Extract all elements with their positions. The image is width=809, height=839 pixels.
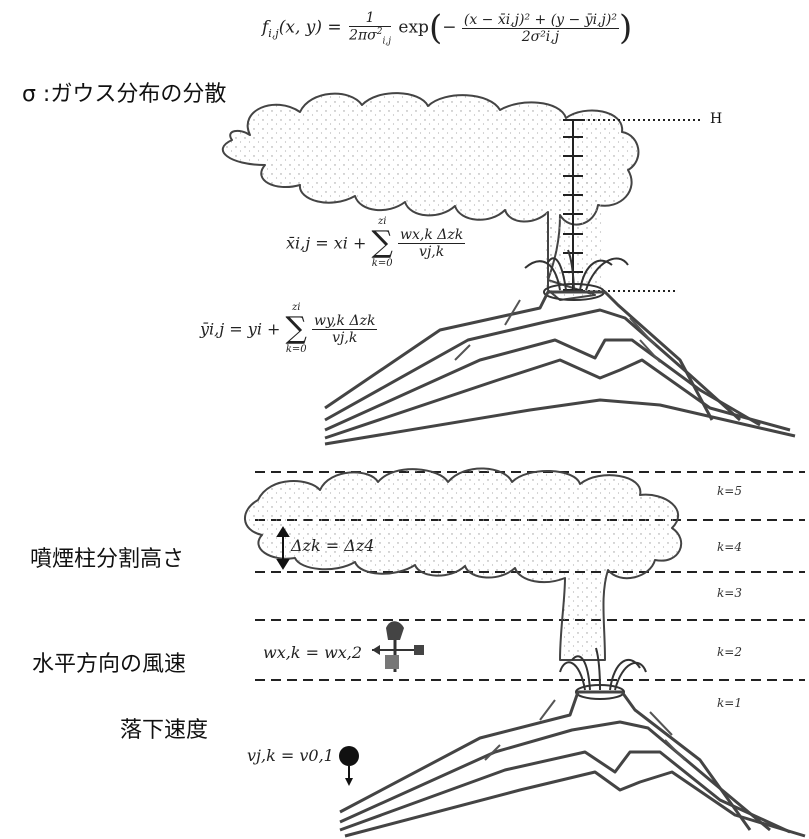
layer-label-4: k=4: [717, 540, 742, 554]
layer-label-1: k=1: [717, 696, 742, 710]
xbar-frac-den: vj,k: [419, 243, 445, 260]
particle-icon: [339, 746, 359, 786]
layer-label-2: k=2: [717, 645, 742, 659]
lower-plume-cloud: [244, 467, 683, 661]
fall-speed-label: 落下速度: [120, 718, 209, 743]
layer-label-3: k=3: [717, 586, 742, 600]
fall-equation: vj,k = v0,1: [247, 746, 334, 765]
xbar-lhs: x̄i,j = xi +: [286, 233, 367, 253]
gaussian-sub: i,j: [268, 26, 279, 40]
lower-volcano: [339, 690, 806, 838]
gaussian-frac-num: 1: [349, 10, 391, 27]
gaussian-exp: exp: [398, 17, 429, 38]
height-marker-label: H: [710, 111, 723, 127]
dz-equation: Δzk = Δz4: [291, 536, 375, 555]
lower-slope-arrows: [484, 699, 686, 761]
gaussian-frac-den: 2πσ: [349, 27, 377, 44]
gaussian-num: (x − x̄i,j)² + (y − ȳi,j)²: [461, 11, 619, 29]
upper-volcano: [324, 290, 796, 446]
ybar-lhs: ȳi,j = yi +: [200, 319, 281, 339]
xbar-formula: x̄i,j = xi + zi ∑ k=0 wx,k Δzk vj,k: [286, 216, 466, 269]
xbar-sum-bottom: k=0: [371, 258, 393, 269]
height-ruler: [563, 119, 583, 291]
column-split-height-label: 噴煙柱分割高さ: [30, 547, 185, 572]
horizontal-wind-label: 水平方向の風速: [32, 652, 187, 677]
gaussian-formula: fi,j(x, y) = 1 2πσ2i,j exp(− (x − x̄i,j)…: [262, 8, 633, 48]
wind-equation: wx,k = wx,2: [263, 643, 363, 662]
gaussian-args: (x, y) =: [278, 17, 342, 38]
lower-crater: [575, 684, 625, 700]
sigma-note: σ :ガウス分布の分散: [22, 82, 227, 107]
layer-label-5: k=5: [717, 484, 742, 498]
ybar-frac-den: vj,k: [332, 329, 358, 346]
gaussian-lhs: f: [262, 17, 269, 38]
xbar-frac-num: wx,k Δzk: [398, 226, 466, 244]
gaussian-den: 2σ²i,j: [521, 28, 560, 45]
ybar-frac-num: wy,k Δzk: [312, 312, 378, 330]
ybar-sum-bottom: k=0: [285, 344, 307, 355]
xbar-sum-top: zi: [377, 216, 387, 227]
ybar-formula: ȳi,j = yi + zi ∑ k=0 wy,k Δzk vj,k: [200, 302, 378, 355]
dz-arrow: [276, 526, 290, 570]
ybar-sum-top: zi: [292, 302, 301, 313]
weather-vane-icon: [372, 621, 424, 672]
upper-slope-arrows: [454, 299, 661, 363]
